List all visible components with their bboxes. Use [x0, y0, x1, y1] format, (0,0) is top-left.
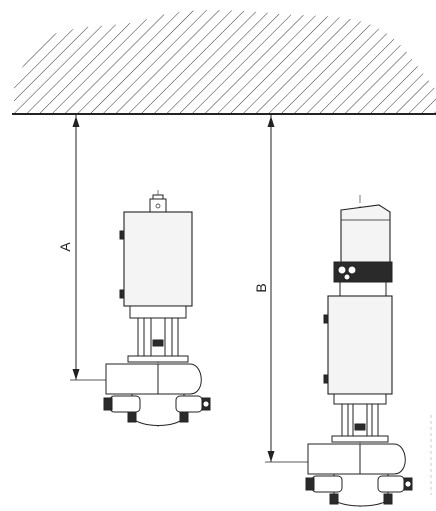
dimension-b-label: B	[253, 283, 269, 292]
dimension-a-label: A	[57, 242, 73, 252]
valve-right	[305, 195, 413, 510]
ceiling	[12, 10, 436, 115]
dimension-b: B	[253, 115, 340, 463]
valve-left	[103, 190, 211, 430]
dimension-a: A	[57, 115, 140, 381]
